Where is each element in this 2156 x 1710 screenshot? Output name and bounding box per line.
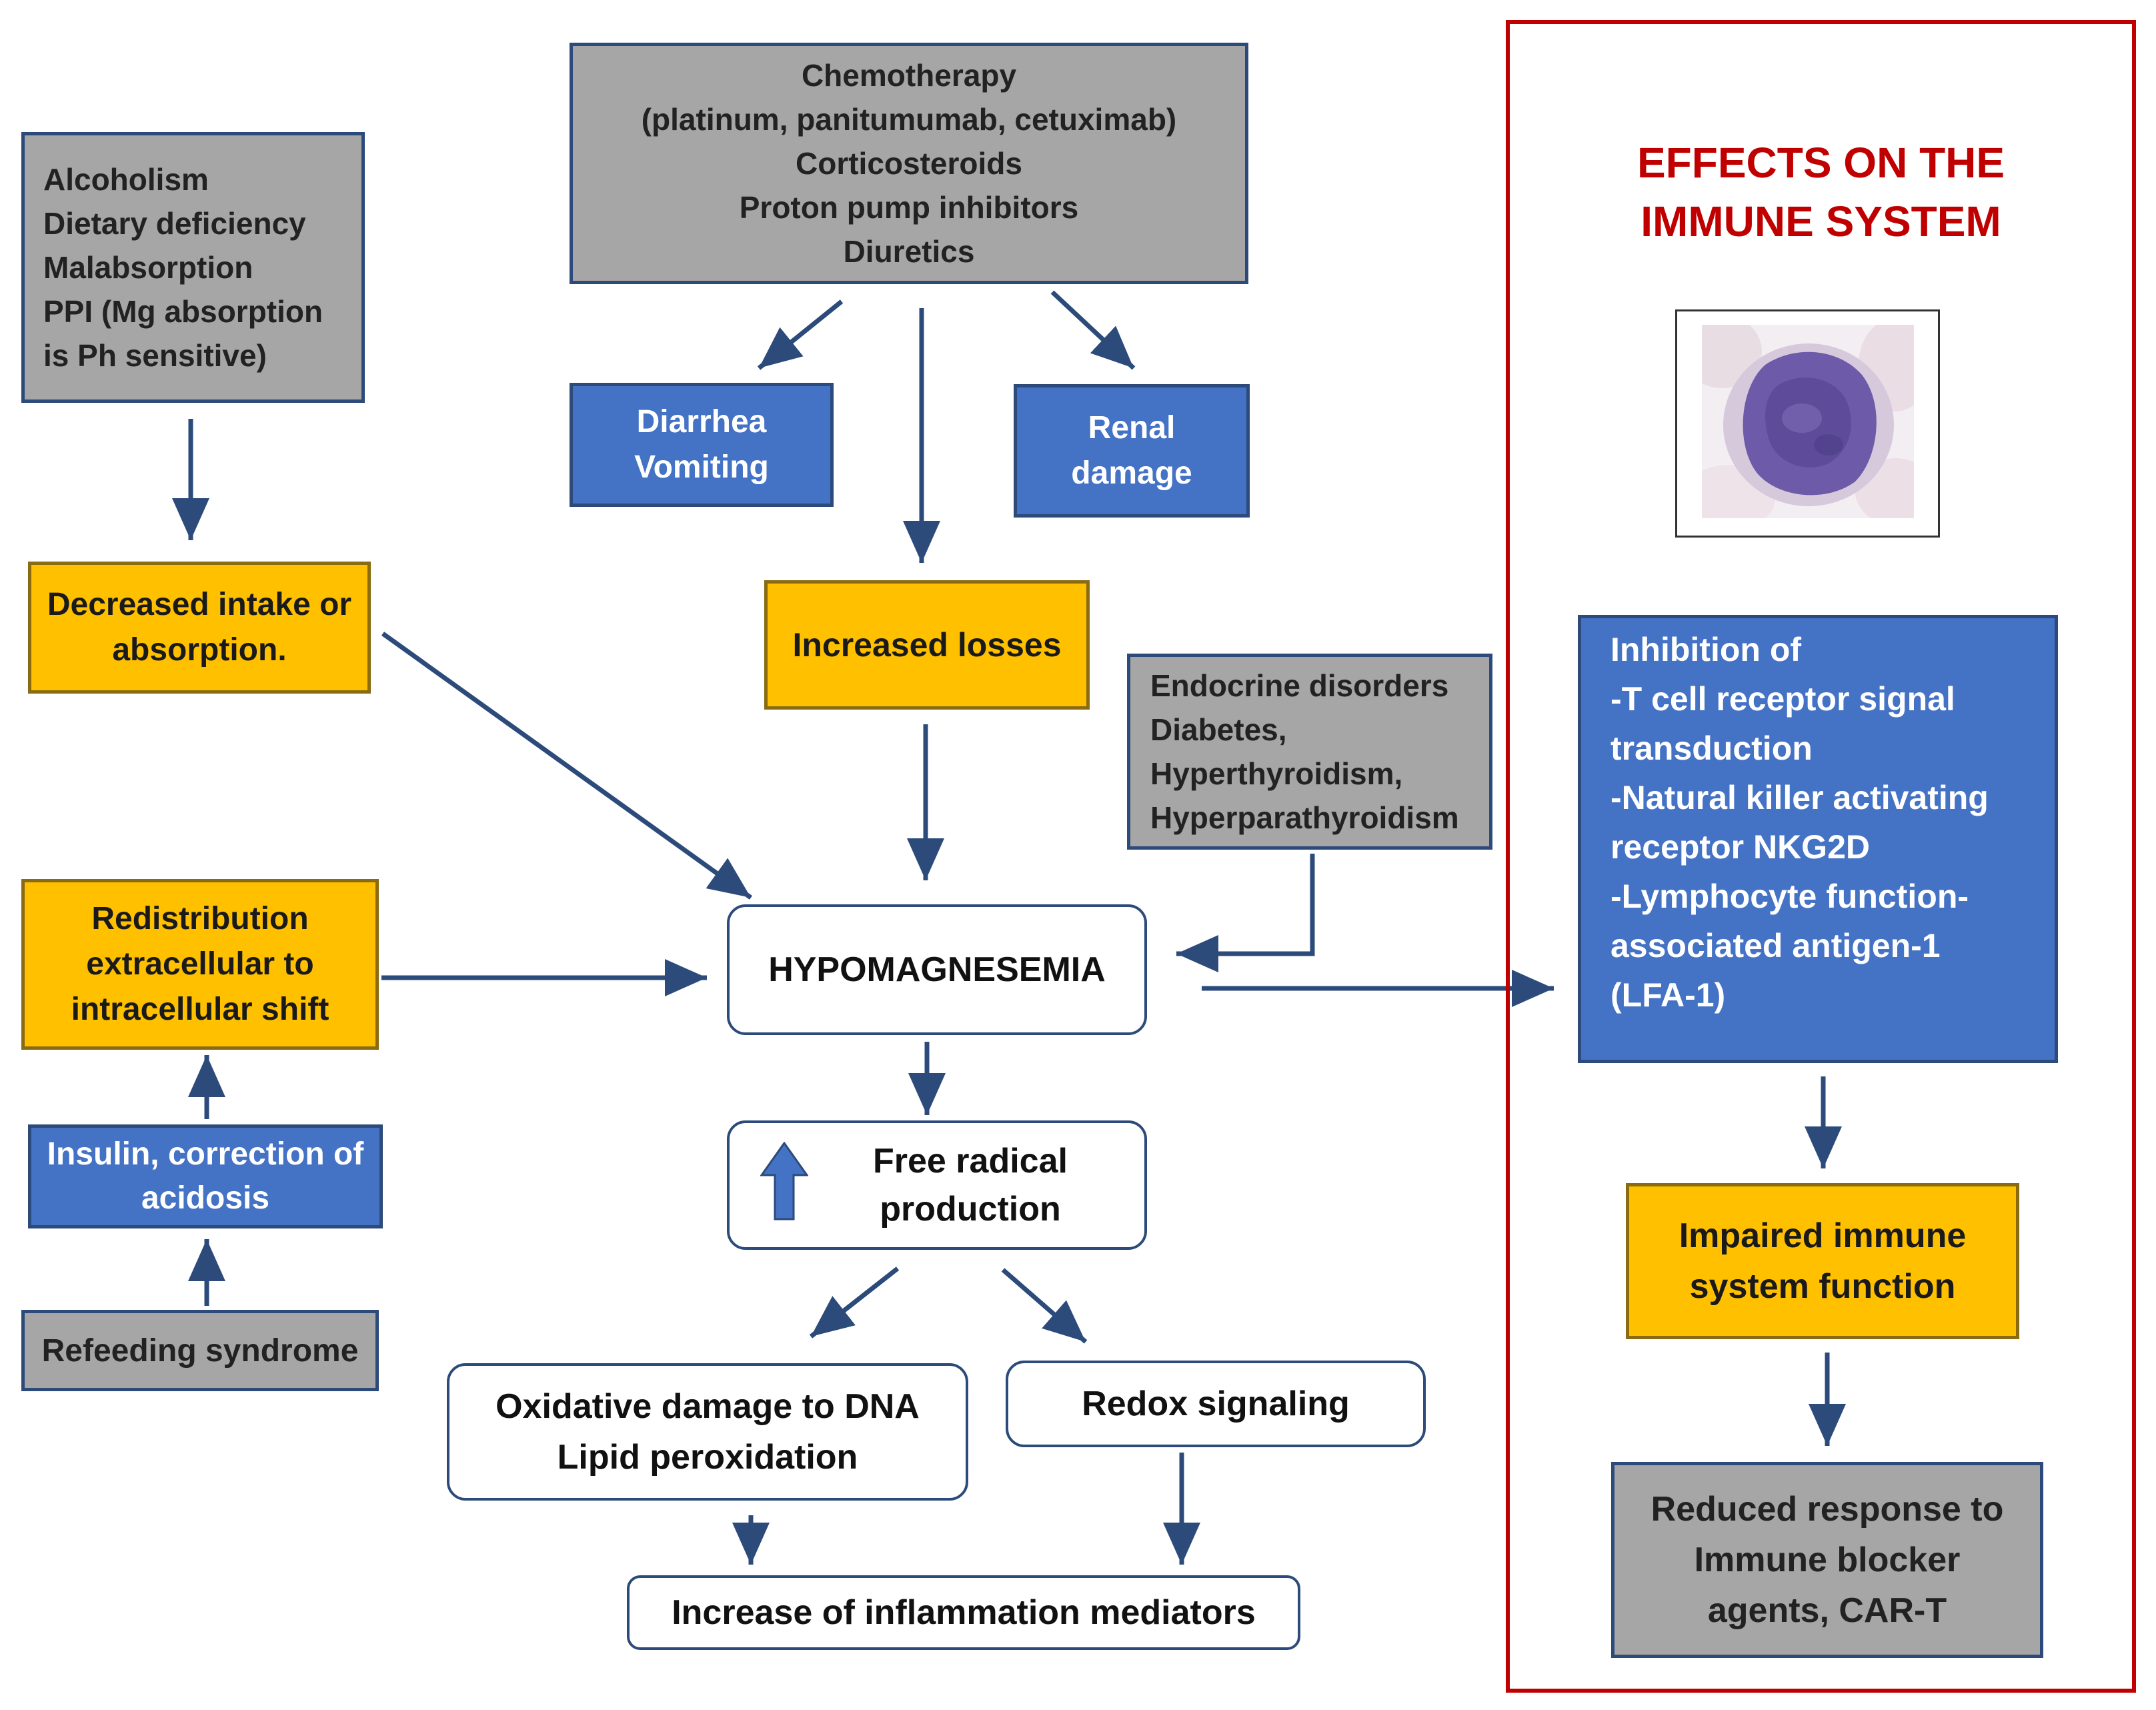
- arrow-decreased-to-hypomagnesemia: [381, 632, 753, 900]
- inflammation-label: Increase of inflammation mediators: [672, 1593, 1256, 1632]
- cause-dietary-deficiency: Dietary deficiency: [43, 206, 306, 241]
- redox-label: Redox signaling: [1082, 1385, 1350, 1423]
- arrow-drugs-to-renal: [1050, 290, 1136, 370]
- endocrine-disorders-label: Endocrine disorders: [1150, 668, 1449, 703]
- immune-panel-title: EFFECTS ON THE IMMUNE SYSTEM: [1506, 133, 2136, 251]
- increased-losses-label: Increased losses: [792, 626, 1062, 664]
- cause-ph-sensitive: is Ph sensitive): [43, 338, 267, 373]
- renal-damage-box: Renal damage: [1014, 384, 1250, 518]
- arrow-free-radical-to-oxidative: [809, 1266, 900, 1339]
- inhibition-lfa: -Lymphocyte function-: [1610, 878, 1969, 915]
- lymphocyte-cell-image: [1702, 325, 1914, 518]
- inhibition-tcr: -T cell receptor signal: [1610, 680, 1955, 718]
- redistribution-line-3: intracellular shift: [71, 992, 329, 1027]
- insulin-box: Insulin, correction of acidosis: [28, 1124, 383, 1228]
- drug-diuretics: Diuretics: [843, 234, 975, 269]
- endocrine-box: Endocrine disorders Diabetes, Hyperthyro…: [1127, 654, 1492, 850]
- redistribution-box: Redistribution extracellular to intracel…: [21, 879, 379, 1050]
- drugs-box: Chemotherapy (platinum, panitumumab, cet…: [570, 43, 1248, 284]
- redox-signaling-box: Redox signaling: [1006, 1361, 1426, 1447]
- renal-label: Renal: [1088, 410, 1176, 446]
- immune-title-line-2: IMMUNE SYSTEM: [1641, 197, 2001, 245]
- drug-platinum-list: (platinum, panitumumab, cetuximab): [641, 102, 1177, 137]
- free-radical-line-2: production: [880, 1190, 1061, 1228]
- decreased-intake-line-2: absorption.: [112, 632, 287, 668]
- increased-losses-box: Increased losses: [764, 580, 1090, 710]
- thick-up-arrow-icon: [760, 1142, 808, 1220]
- free-radical-box: Free radical production: [727, 1120, 1147, 1250]
- immune-effects-panel: [1506, 20, 2136, 1693]
- endocrine-hyperparathyroidism: Hyperparathyroidism: [1150, 800, 1459, 835]
- diarrhea-label: Diarrhea: [636, 404, 767, 440]
- drug-chemotherapy: Chemotherapy: [801, 58, 1017, 93]
- oxidative-line-1: Oxidative damage to DNA: [495, 1387, 920, 1426]
- reduced-line-1: Reduced response to: [1651, 1490, 2004, 1529]
- refeeding-box: Refeeding syndrome: [21, 1310, 379, 1391]
- insulin-line-2: acidosis: [141, 1180, 270, 1216]
- free-radical-line-1: Free radical: [873, 1142, 1068, 1180]
- hypomagnesemia-box: HYPOMAGNESEMIA: [727, 904, 1147, 1035]
- reduced-line-3: agents, CAR-T: [1707, 1591, 1947, 1630]
- inhibition-box: Inhibition of -T cell receptor signal tr…: [1578, 615, 2058, 1063]
- redistribution-line-1: Redistribution: [91, 901, 309, 936]
- redistribution-line-2: extracellular to: [86, 946, 314, 982]
- cause-malabsorption: Malabsorption: [43, 250, 253, 285]
- cause-alcoholism: Alcoholism: [43, 162, 209, 197]
- impaired-line-1: Impaired immune: [1679, 1216, 1967, 1255]
- inhibition-lfa-cont: associated antigen-1: [1610, 927, 1941, 964]
- damage-label: damage: [1071, 456, 1192, 491]
- decreased-intake-box: Decreased intake or absorption.: [28, 562, 371, 694]
- decreased-intake-line-1: Decreased intake or: [47, 587, 352, 622]
- endocrine-hyperthyroidism: Hyperthyroidism,: [1150, 756, 1403, 791]
- immune-title-line-1: EFFECTS ON THE: [1637, 139, 2005, 187]
- reduced-response-box: Reduced response to Immune blocker agent…: [1611, 1462, 2043, 1658]
- inhibition-heading: Inhibition of: [1610, 631, 1802, 668]
- endocrine-diabetes: Diabetes,: [1150, 712, 1287, 747]
- impaired-immune-box: Impaired immune system function: [1626, 1183, 2019, 1339]
- inhibition-tcr-cont: transduction: [1610, 730, 1813, 767]
- intake-causes-box: Alcoholism Dietary deficiency Malabsorpt…: [21, 132, 365, 403]
- impaired-line-2: system function: [1689, 1267, 1956, 1306]
- drug-ppi: Proton pump inhibitors: [739, 190, 1079, 225]
- cause-ppi: PPI (Mg absorption: [43, 294, 323, 329]
- insulin-line-1: Insulin, correction of: [47, 1136, 364, 1172]
- refeeding-label: Refeeding syndrome: [41, 1333, 359, 1369]
- arrow-endocrine-to-hypomagnesemia: [1176, 854, 1315, 972]
- hypomagnesemia-label: HYPOMAGNESEMIA: [768, 950, 1106, 989]
- arrow-free-radical-to-redox: [1001, 1268, 1088, 1344]
- inflammation-box: Increase of inflammation mediators: [627, 1575, 1300, 1650]
- drug-corticosteroids: Corticosteroids: [796, 146, 1022, 181]
- oxidative-line-2: Lipid peroxidation: [557, 1438, 858, 1477]
- diarrhea-box: Diarrhea Vomiting: [570, 383, 834, 507]
- inhibition-nk-cont: receptor NKG2D: [1610, 828, 1870, 866]
- reduced-line-2: Immune blocker: [1694, 1541, 1961, 1579]
- oxidative-damage-box: Oxidative damage to DNA Lipid peroxidati…: [447, 1363, 968, 1501]
- inhibition-lfa-abbrev: (LFA-1): [1610, 976, 1726, 1014]
- vomiting-label: Vomiting: [634, 450, 769, 485]
- arrow-drugs-to-diarrhea: [757, 299, 844, 370]
- inhibition-nk: -Natural killer activating: [1610, 779, 1989, 816]
